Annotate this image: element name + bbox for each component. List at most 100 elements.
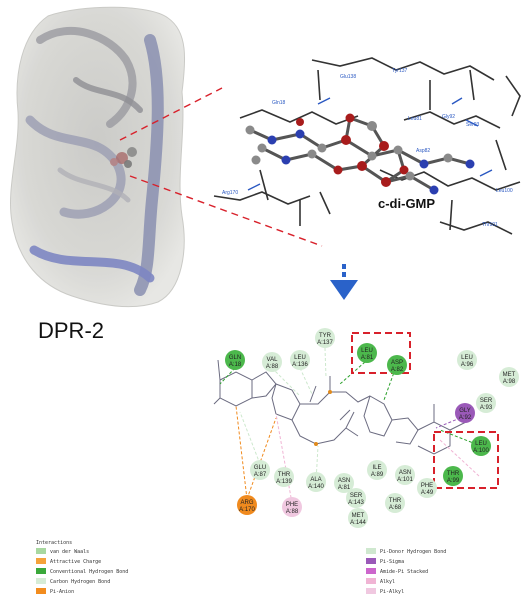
residue-3d-label: Arg170 (222, 190, 238, 196)
residue-label: VAL (267, 357, 279, 363)
residue-label: ALA (310, 477, 321, 483)
residue-label: A:88 (266, 364, 279, 370)
legend-item: Pi-Anion (36, 588, 74, 595)
residue-label: A:99 (447, 478, 460, 484)
residue-label: Pi-Sigma (380, 559, 404, 565)
residue-label: MET (352, 513, 365, 519)
residue-label: A:137 (317, 340, 333, 346)
residue-label: A:96 (461, 362, 474, 368)
residue-label: A:170 (239, 507, 255, 513)
residue-label: LEU (475, 441, 487, 447)
residue-label: van der Waals (50, 549, 89, 555)
binding-pocket (110, 147, 137, 168)
legend-item: Pi-Sigma (366, 558, 404, 565)
residue-label: A:82 (391, 367, 404, 373)
residue-label: A:88 (286, 509, 299, 515)
residue-3d-label: Gln18 (272, 100, 286, 106)
legend-item: van der Waals (36, 548, 89, 555)
legend-item: Carbon Hydrogen Bond (36, 578, 110, 585)
residue-3d-label: Asp82 (416, 148, 430, 154)
residue-label: THR (389, 498, 402, 504)
residue-label: A:87 (254, 472, 267, 478)
highlight-boxes (351, 332, 499, 489)
zoom-lines (119, 87, 323, 247)
residue-3d-label: Glu138 (340, 74, 356, 80)
residue-label: A:139 (276, 479, 292, 485)
residue-3d-label: Gly92 (442, 114, 455, 120)
ligand-label: c-di-GMP (378, 196, 435, 211)
legend-item: Attractive Charge (36, 558, 101, 565)
residue-label: A:136 (292, 362, 308, 368)
residue-label: A:100 (473, 448, 489, 454)
residue-label: GLN (229, 355, 241, 361)
residue-label: A:81 (361, 355, 374, 361)
legend-item: Amide-Pi Stacked (366, 568, 428, 575)
residue-label: ILE (372, 465, 381, 471)
residue-label: Attractive Charge (50, 559, 101, 565)
residue-label: Pi-Donor Hydrogen Bond (380, 549, 446, 555)
residue-label: TYR (319, 333, 332, 339)
residue-label: A:101 (397, 477, 413, 483)
residue-label: Amide-Pi Stacked (380, 569, 428, 575)
residue-label: MET (503, 372, 516, 378)
residue-label: A:81 (338, 485, 351, 491)
residue-label: ARG (240, 500, 253, 506)
residue-label: A:143 (348, 500, 364, 506)
residue-label: A:68 (389, 505, 402, 511)
residue-3d-label: Ser93 (466, 122, 480, 128)
down-arrow-icon (330, 264, 358, 300)
residue-label: ASN (338, 478, 350, 484)
residue-label: THR (278, 472, 291, 478)
legend-title: Interactions (36, 540, 72, 546)
ligand-atoms (245, 113, 475, 195)
residue-label: LEU (461, 355, 473, 361)
residue-label: A:93 (480, 405, 493, 411)
residue-label: SER (480, 398, 493, 404)
legend-item: Pi-Alkyl (366, 588, 404, 595)
protein-structure (9, 6, 186, 308)
residue-label: A:92 (459, 415, 472, 421)
residue-label: GLY (459, 408, 471, 414)
residue-label: A:89 (371, 472, 384, 478)
residue-label: Pi-Anion (50, 589, 74, 595)
residue-label: A:144 (350, 520, 366, 526)
residue-3d-label: Thr101 (482, 222, 498, 228)
residue-label: THR (447, 471, 460, 477)
residue-3d-label: Leu100 (496, 188, 513, 194)
residue-3d-label: Tyr137 (392, 68, 408, 74)
residue-label: LEU (361, 348, 373, 354)
residue-label: SER (350, 493, 363, 499)
residue-label: Conventional Hydrogen Bond (50, 569, 128, 575)
protein-label: DPR-2 (38, 318, 104, 343)
residue-label: PHE (421, 483, 433, 489)
residue-label: Alkyl (380, 579, 395, 585)
residue-3d-label: Leu81 (408, 116, 422, 122)
residue-label: GLU (254, 465, 266, 471)
residue-label: A:98 (503, 379, 516, 385)
residue-label: PHE (286, 502, 298, 508)
residue-label: A:49 (421, 490, 434, 496)
